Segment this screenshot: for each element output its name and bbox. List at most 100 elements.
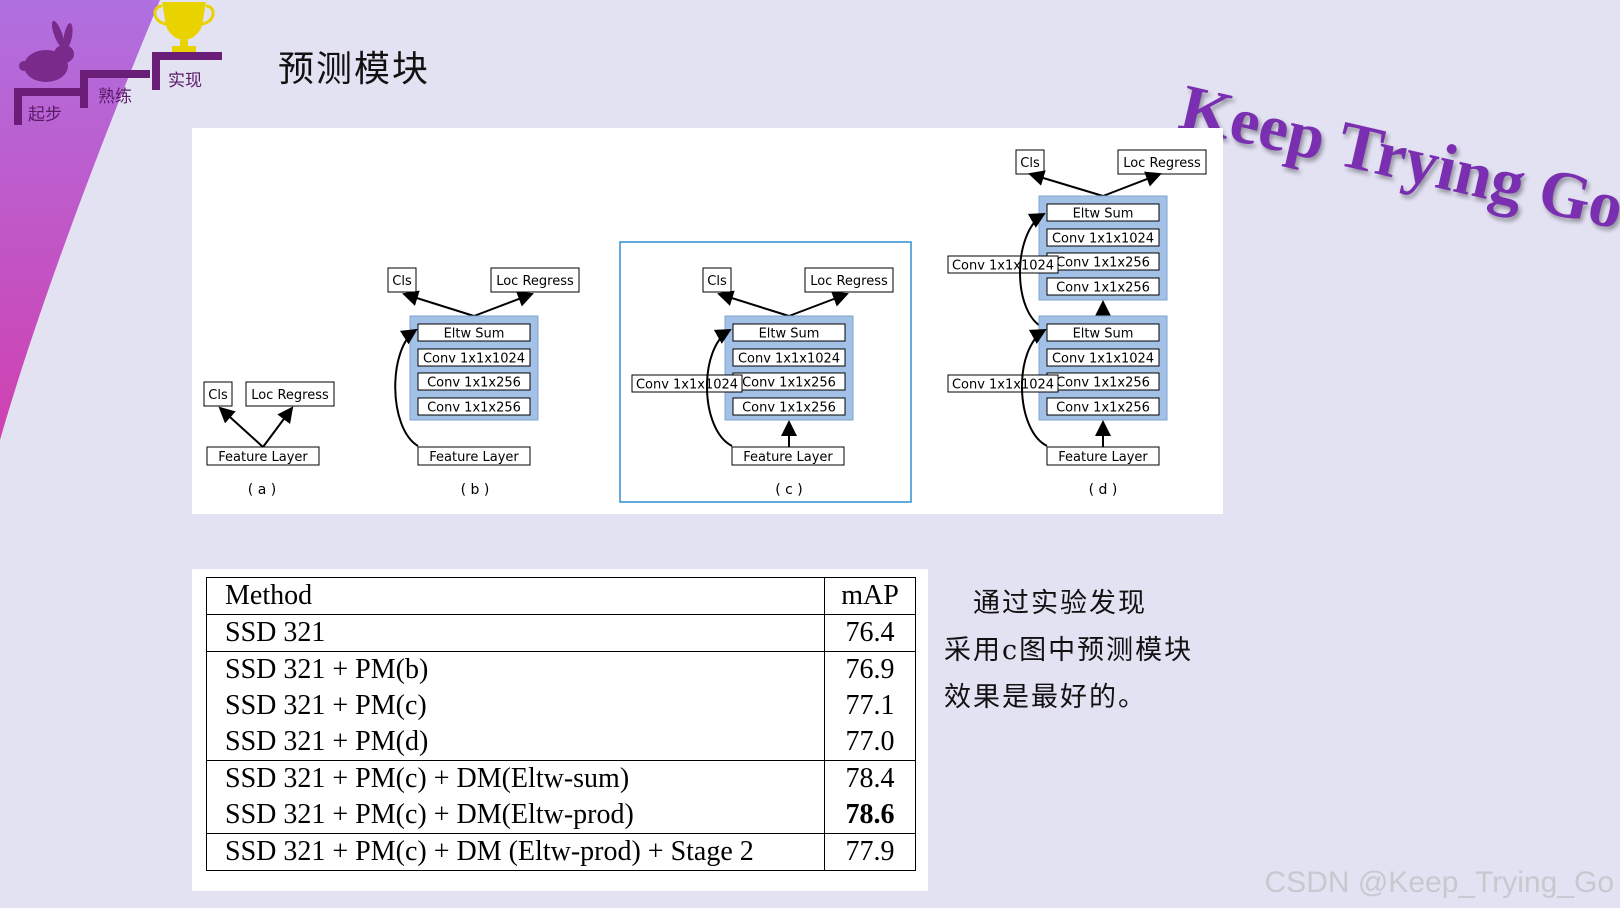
row-method: SSD 321 + PM(b)	[206, 651, 825, 688]
skip-connection	[1019, 213, 1046, 329]
table-header-row: Method mAP	[207, 577, 916, 615]
eltw-sum-box	[1046, 203, 1160, 222]
loc-regress-box	[1117, 149, 1207, 175]
cls-label: Cls	[1020, 156, 1040, 171]
row-map: 78.6	[824, 797, 916, 834]
row-method: SSD 321 + PM(c) + DM(Eltw-sum)	[206, 760, 825, 797]
conclusion-note: 通过实验发现 采用c图中预测模块 效果是最好的。	[944, 580, 1193, 721]
row-map: 76.9	[824, 651, 916, 688]
arrow-to-loc	[1102, 171, 1162, 197]
conv-1024-label: Conv 1x1x1024	[1052, 232, 1154, 247]
conv-256-box	[417, 397, 531, 416]
note-line: 通过实验发现	[944, 588, 1147, 619]
caption-0: ( a )	[248, 482, 276, 498]
loc-regress-box	[245, 381, 335, 407]
cls-box	[203, 381, 233, 407]
conv-256-label: Conv 1x1x256	[1056, 376, 1150, 391]
logo-steps	[14, 2, 222, 125]
trophy-icon	[153, 2, 215, 52]
conv-1024-label: Conv 1x1x1024	[738, 352, 840, 367]
side-conv-1024-label: Conv 1x1x1024	[636, 378, 738, 393]
conv-1024-label: Conv 1x1x1024	[1052, 352, 1154, 367]
caption-1: ( b )	[461, 482, 490, 498]
feature-layer-box	[417, 446, 531, 466]
conv-256-label: Conv 1x1x256	[427, 376, 521, 391]
loc-regress-label: Loc Regress	[496, 274, 574, 289]
conv-1024-box	[417, 348, 531, 367]
side-conv-1024-box	[947, 255, 1059, 274]
skip-connection	[394, 328, 419, 447]
eltw-sum-box	[417, 323, 531, 342]
feature-layer-label: Feature Layer	[218, 450, 308, 465]
eltw-sum-label: Eltw Sum	[1073, 207, 1134, 222]
note-line: 采用c图中预测模块	[944, 635, 1194, 666]
conv-1024-box	[1046, 228, 1160, 247]
side-conv-1024-box	[947, 374, 1059, 393]
header-method: Method	[225, 580, 313, 611]
loc-regress-box	[804, 267, 894, 293]
caption-2: ( c )	[775, 482, 803, 498]
cls-box	[387, 267, 417, 293]
table-row: SSD 321 + PM(b)76.9	[206, 651, 916, 688]
cls-label: Cls	[208, 388, 228, 403]
note-line: 效果是最好的。	[944, 682, 1147, 713]
row-map: 78.4	[824, 760, 916, 797]
conv-256-box	[732, 397, 846, 416]
row-map: 77.9	[824, 833, 916, 871]
conv-256-label: Conv 1x1x256	[1056, 401, 1150, 416]
cls-box	[702, 267, 732, 293]
arrow-to-loc	[473, 291, 534, 317]
eltw-sum-label: Eltw Sum	[759, 327, 820, 342]
skip-connection	[706, 329, 733, 447]
conv-256-box	[417, 372, 531, 391]
feature-layer-label: Feature Layer	[1058, 450, 1148, 465]
side-conv-1024-label: Conv 1x1x1024	[952, 378, 1054, 393]
arrow-to-cls	[218, 406, 264, 448]
left-gradient-swoosh	[0, 0, 160, 440]
highlight-frame	[619, 241, 912, 503]
row-method: SSD 321 + PM(c)	[225, 690, 427, 721]
eltw-sum-box	[1046, 323, 1160, 342]
table-row: SSD 321 + PM(c) + DM (Eltw-prod) + Stage…	[206, 833, 916, 871]
conv-256-label: Conv 1x1x256	[742, 376, 836, 391]
conv-256-label: Conv 1x1x256	[1056, 281, 1150, 296]
row-map: 77.0	[824, 724, 916, 761]
conv-1024-label: Conv 1x1x1024	[423, 352, 525, 367]
row-method: SSD 321 + PM(d)	[225, 726, 429, 757]
conv-256-label: Conv 1x1x256	[427, 401, 521, 416]
loc-regress-box	[490, 267, 580, 293]
conv-256-box	[1046, 277, 1160, 296]
brand-slogan: Keep Trying Go	[1173, 70, 1620, 244]
conv-1024-box	[1046, 348, 1160, 367]
table-row: SSD 321 + PM(d) 77.0	[207, 724, 916, 761]
feature-layer-label: Feature Layer	[429, 450, 519, 465]
side-conv-1024-label: Conv 1x1x1024	[952, 259, 1054, 274]
cls-label: Cls	[392, 274, 412, 289]
caption-3: ( d )	[1089, 482, 1118, 498]
table-row: SSD 321 + PM(c) 77.1	[207, 688, 916, 724]
side-conv-1024-box	[631, 374, 743, 393]
cls-label: Cls	[707, 274, 727, 289]
arrow-to-cls	[1028, 170, 1104, 197]
row-method: SSD 321 + PM(c) + DM (Eltw-prod) + Stage…	[206, 833, 825, 871]
conv-256-box	[1046, 397, 1160, 416]
loc-regress-label: Loc Regress	[810, 274, 888, 289]
eltw-sum-label: Eltw Sum	[444, 327, 505, 342]
loc-regress-label: Loc Regress	[251, 388, 329, 403]
slide-title: 预测模块	[278, 49, 431, 90]
loc-regress-label: Loc Regress	[1123, 156, 1201, 171]
rabbit-icon	[19, 20, 74, 82]
row-map: 77.1	[824, 688, 916, 724]
row-map: 76.4	[824, 614, 916, 652]
logo-step-2: 熟练	[98, 87, 132, 107]
eltw-sum-label: Eltw Sum	[1073, 327, 1134, 342]
logo-step-3: 实现	[168, 71, 202, 91]
arrow-to-loc	[262, 406, 294, 448]
row-method: SSD 321 + PM(c) + DM(Eltw-prod)	[225, 799, 634, 830]
header-map: mAP	[824, 577, 916, 615]
